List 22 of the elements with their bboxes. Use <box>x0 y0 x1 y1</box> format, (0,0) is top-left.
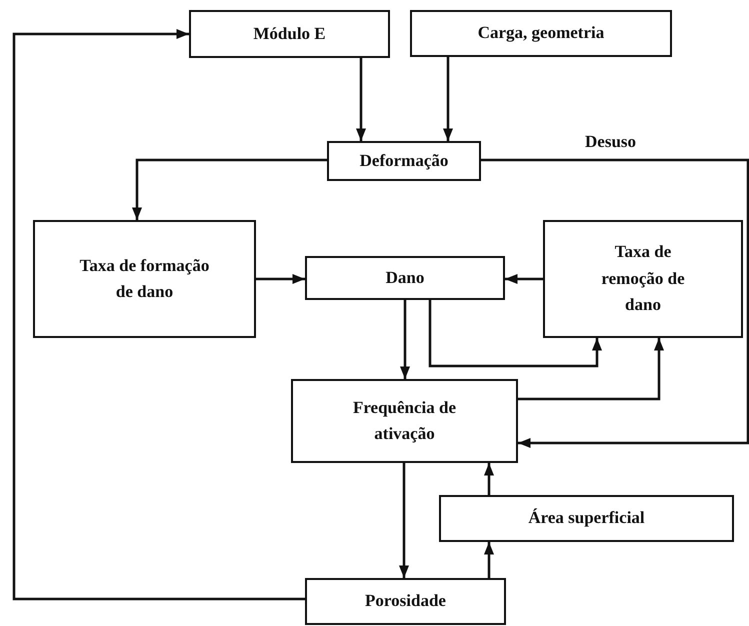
arrow <box>399 463 409 578</box>
process-box: Dano <box>305 256 505 300</box>
arrow <box>505 274 543 284</box>
process-box: Frequência de ativação <box>291 379 518 463</box>
arrow <box>356 58 366 141</box>
arrow <box>481 158 749 448</box>
process-box: Taxa de formação de dano <box>33 220 256 338</box>
arrow <box>518 338 664 400</box>
process-box: Taxa de remoção de dano <box>543 220 743 338</box>
process-box: Módulo E <box>189 10 390 58</box>
arrow <box>132 158 327 220</box>
arrow <box>443 57 453 141</box>
arrow <box>256 274 305 284</box>
arrow <box>428 300 602 368</box>
process-box: Deformação <box>327 141 481 181</box>
process-box: Carga, geometria <box>410 10 672 57</box>
arrow <box>12 29 305 600</box>
arrow <box>484 463 494 495</box>
process-box: Porosidade <box>305 578 506 625</box>
arrow <box>484 542 494 578</box>
arrow <box>400 300 410 379</box>
process-box: Área superficial <box>439 495 734 542</box>
